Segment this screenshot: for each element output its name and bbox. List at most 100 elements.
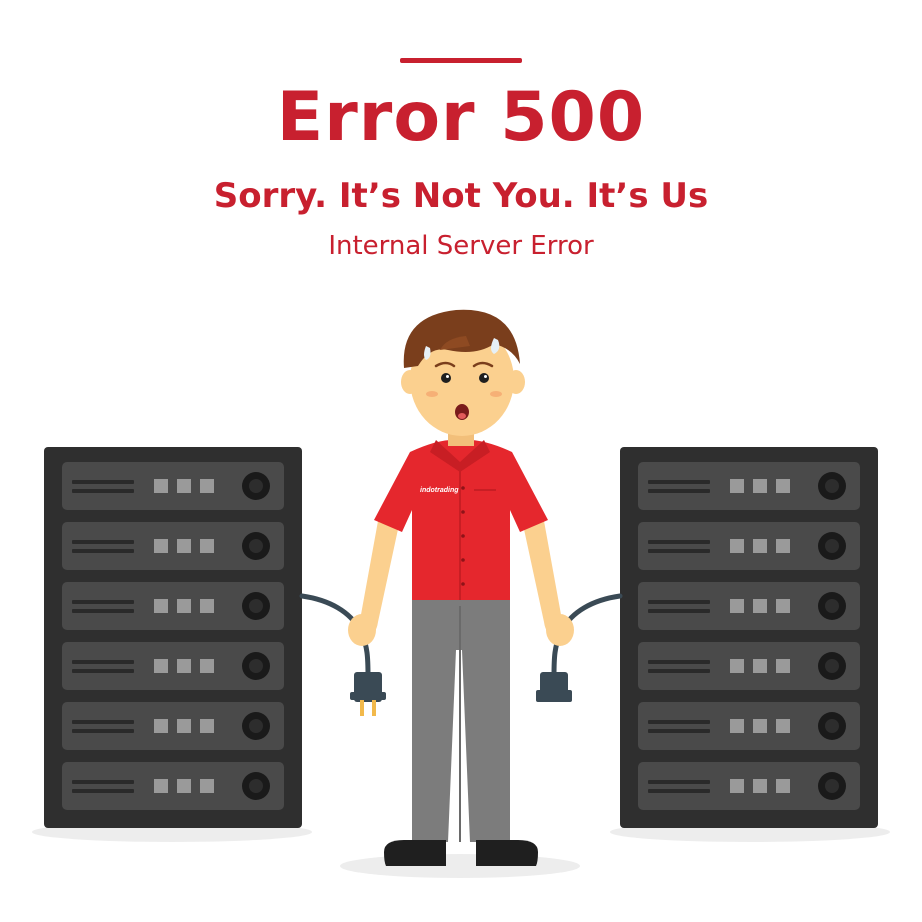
vent-line: [648, 489, 710, 493]
server-unit-panel: [62, 702, 284, 750]
indicator-light: [730, 479, 744, 493]
vent-line: [648, 549, 710, 553]
server-unit: [638, 642, 860, 690]
indicator-light: [200, 779, 214, 793]
indicator-light: [776, 479, 790, 493]
server-unit-panel: [638, 762, 860, 810]
power-button-inner: [249, 719, 263, 733]
indicator-light: [776, 719, 790, 733]
vent-line: [72, 480, 134, 484]
indicator-light: [200, 659, 214, 673]
apology-subtitle: Sorry. It’s Not You. It’s Us: [213, 176, 709, 216]
indicator-light: [200, 479, 214, 493]
vent-line: [72, 609, 134, 613]
vent-line: [72, 540, 134, 544]
power-button-inner: [825, 539, 839, 553]
server-unit: [638, 462, 860, 510]
server-unit: [62, 462, 284, 510]
indicator-light: [730, 539, 744, 553]
indicator-light: [154, 659, 168, 673]
power-button-inner: [825, 719, 839, 733]
server-unit: [638, 762, 860, 810]
vent-line: [648, 660, 710, 664]
server-unit-panel: [638, 462, 860, 510]
indicator-light: [753, 719, 767, 733]
server-unit: [62, 702, 284, 750]
indicator-light: [753, 479, 767, 493]
server-unit-panel: [62, 642, 284, 690]
indicator-light: [776, 779, 790, 793]
indicator-light: [200, 539, 214, 553]
vent-line: [648, 780, 710, 784]
page-title: Error 500: [276, 78, 646, 157]
indicator-light: [776, 599, 790, 613]
indicator-light: [753, 779, 767, 793]
right-plug: [536, 672, 572, 702]
indicator-light: [177, 719, 191, 733]
power-button-inner: [249, 599, 263, 613]
vent-line: [72, 660, 134, 664]
server-unit-panel: [638, 582, 860, 630]
indicator-light: [154, 779, 168, 793]
indicator-light: [154, 599, 168, 613]
vent-line: [648, 600, 710, 604]
power-button-inner: [825, 659, 839, 673]
server-unit-panel: [62, 582, 284, 630]
indicator-light: [753, 599, 767, 613]
vent-line: [648, 480, 710, 484]
indicator-light: [753, 539, 767, 553]
vent-line: [648, 609, 710, 613]
indicator-light: [776, 659, 790, 673]
indicator-light: [730, 599, 744, 613]
right-server-rack: [620, 447, 878, 828]
indicator-light: [200, 599, 214, 613]
server-unit: [62, 582, 284, 630]
vent-line: [72, 549, 134, 553]
indicator-light: [753, 659, 767, 673]
indicator-light: [776, 539, 790, 553]
vent-line: [72, 600, 134, 604]
power-button-inner: [825, 599, 839, 613]
power-button-inner: [249, 779, 263, 793]
power-button-inner: [249, 479, 263, 493]
indicator-light: [730, 719, 744, 733]
vent-line: [648, 789, 710, 793]
server-unit: [638, 582, 860, 630]
server-unit-panel: [638, 702, 860, 750]
error-detail: Internal Server Error: [328, 231, 594, 261]
left-plug: [350, 672, 386, 716]
vent-line: [72, 720, 134, 724]
server-unit-panel: [62, 522, 284, 570]
vent-line: [72, 729, 134, 733]
vent-line: [648, 729, 710, 733]
indicator-light: [177, 539, 191, 553]
vent-line: [72, 780, 134, 784]
server-unit-panel: [638, 642, 860, 690]
power-button-inner: [825, 479, 839, 493]
vent-line: [72, 789, 134, 793]
server-unit: [638, 702, 860, 750]
top-divider: [400, 58, 522, 63]
shirt-logo: indotrading: [420, 487, 459, 494]
vent-line: [648, 540, 710, 544]
indicator-light: [177, 659, 191, 673]
left-server-rack: [44, 447, 302, 828]
indicator-light: [154, 719, 168, 733]
power-button-inner: [249, 539, 263, 553]
indicator-light: [154, 479, 168, 493]
power-button-inner: [249, 659, 263, 673]
indicator-light: [177, 779, 191, 793]
server-unit: [638, 522, 860, 570]
server-unit-panel: [62, 762, 284, 810]
indicator-light: [177, 599, 191, 613]
vent-line: [648, 669, 710, 673]
server-unit: [62, 522, 284, 570]
vent-line: [72, 489, 134, 493]
confused-technician: indotrading: [348, 309, 574, 866]
person-shadow: [340, 854, 580, 878]
server-unit: [62, 762, 284, 810]
power-button-inner: [825, 779, 839, 793]
indicator-light: [200, 719, 214, 733]
